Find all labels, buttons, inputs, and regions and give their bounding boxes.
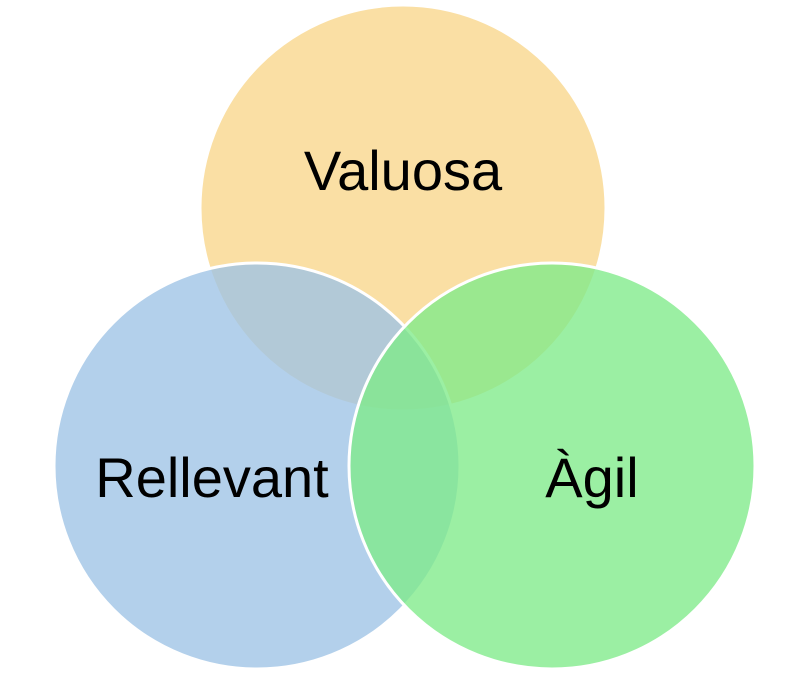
venn-labels: Valuosa Rellevant Àgil [95,139,638,509]
label-rellevant: Rellevant [95,446,329,509]
label-valuosa: Valuosa [304,139,503,202]
circle-agil [347,261,757,671]
label-agil: Àgil [545,446,638,509]
venn-circles [52,3,757,671]
